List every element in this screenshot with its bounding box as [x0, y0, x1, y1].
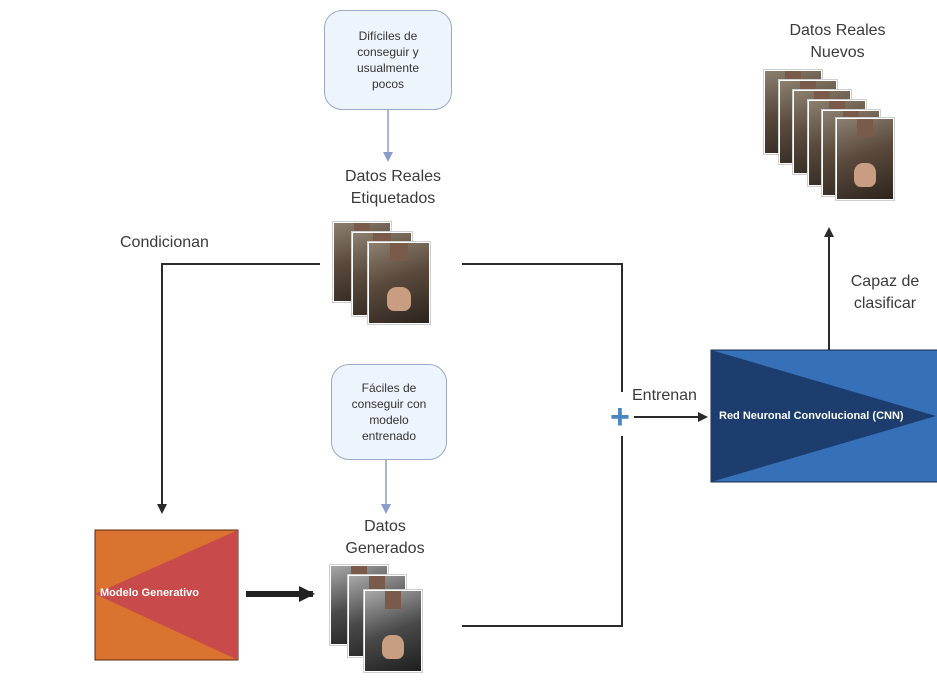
hard-to-obtain-note: Difíciles de conseguir y usualmente poco… — [324, 10, 452, 110]
real-new-image-6 — [836, 118, 894, 200]
train-label: Entrenan — [632, 387, 697, 404]
real-new-data-label: Datos Reales Nuevos — [789, 22, 886, 61]
generative-model-box — [94, 529, 239, 661]
generated-data-label: Datos Generados — [345, 518, 425, 557]
easy-to-obtain-note: Fáciles de conseguir con modelo entrenad… — [331, 364, 447, 460]
cnn-label: Red Neuronal Convolucional (CNN) — [719, 410, 904, 422]
condition-label: Condicionan — [120, 234, 209, 251]
condition-connector — [157, 263, 320, 514]
generated-image-3 — [364, 590, 422, 672]
real-to-train-connector — [462, 263, 623, 392]
generated-to-train-connector — [462, 436, 623, 627]
classify-label: Capaz de clasificar — [850, 273, 920, 312]
real-labeled-image-3 — [368, 242, 430, 324]
cnn-box — [710, 349, 937, 483]
real-labeled-data-label: Datos Reales Etiquetados — [344, 168, 442, 207]
generative-model-label: Modelo Generativo — [100, 587, 200, 599]
join-plus-icon: + — [610, 398, 630, 436]
